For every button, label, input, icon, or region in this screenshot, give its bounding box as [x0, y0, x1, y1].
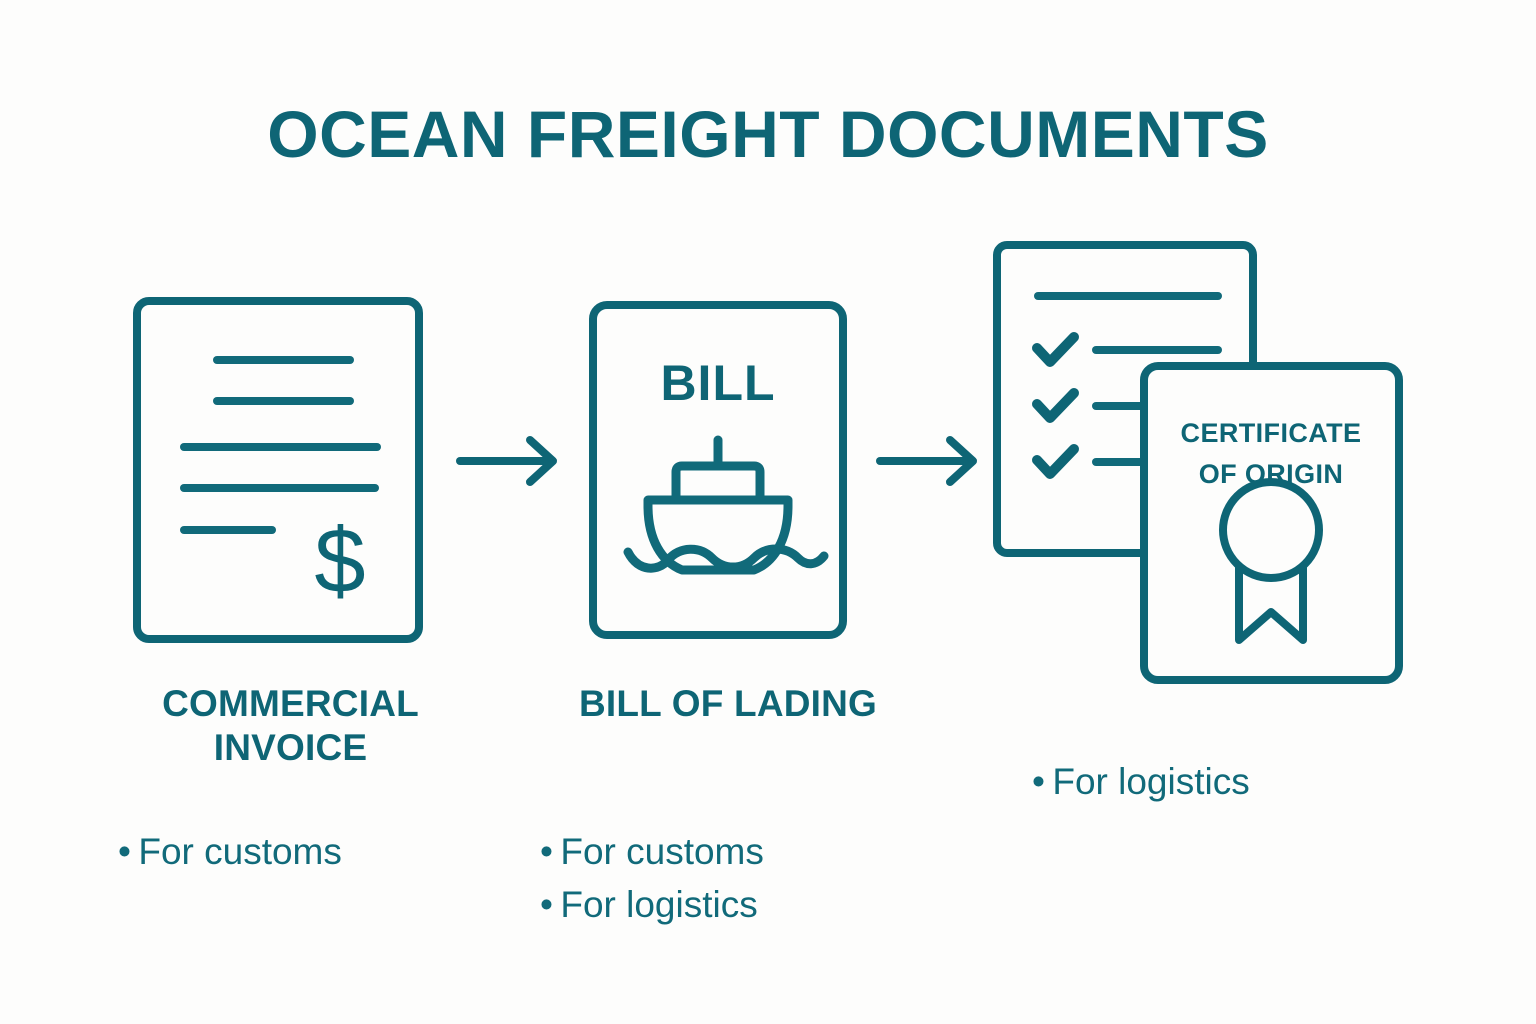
bill-of-lading-document-icon: BILL	[589, 301, 847, 639]
bullet-marker: •	[540, 883, 553, 925]
award-seal-icon	[1219, 478, 1323, 644]
bullet-text: For customs	[138, 831, 342, 872]
bullet-text: For logistics	[1052, 761, 1250, 802]
certificate-of-origin-icon: CERTIFICATE OF ORIGIN	[993, 241, 1403, 684]
dollar-sign-icon: $	[314, 510, 365, 612]
bullet-text: For logistics	[560, 883, 758, 925]
bullet-marker: •	[118, 831, 131, 872]
heading-line-1: COMMERCIAL	[162, 683, 419, 724]
invoice-page-outline	[133, 297, 423, 643]
seal-circle-icon	[1219, 478, 1323, 582]
certificate-document: CERTIFICATE OF ORIGIN	[1140, 362, 1403, 684]
bullets-certificate-of-origin: •For logistics	[1032, 756, 1462, 809]
arrow-right-icon	[876, 436, 977, 486]
list-item: •For customs	[540, 826, 960, 879]
arrow-right-icon	[456, 436, 557, 486]
bullet-marker: •	[1032, 761, 1045, 802]
bullet-text: For customs	[560, 831, 764, 872]
list-item: •For customs	[118, 826, 538, 879]
bullet-marker: •	[540, 831, 553, 872]
bullets-commercial-invoice: •For customs	[118, 826, 538, 879]
list-item: •For logistics	[1032, 756, 1462, 809]
ship-icon	[623, 435, 829, 575]
column-heading-bill-of-lading: BILL OF LADING	[578, 683, 878, 724]
invoice-document-icon: $	[133, 297, 423, 643]
heading-line-2: INVOICE	[213, 726, 368, 768]
page-title: OCEAN FREIGHT DOCUMENTS	[267, 97, 1269, 171]
column-heading-commercial-invoice: COMMERCIAL INVOICE	[88, 682, 493, 769]
certificate-title-line-1: CERTIFICATE	[1181, 418, 1362, 448]
list-item: •For logistics	[540, 879, 960, 932]
checkmark-icons	[1032, 332, 1079, 479]
bill-label: BILL	[660, 355, 775, 411]
invoice-text-lines	[180, 356, 381, 534]
bill-page-outline	[589, 301, 847, 639]
bullets-bill-of-lading: •For customs •For logistics	[540, 826, 960, 931]
